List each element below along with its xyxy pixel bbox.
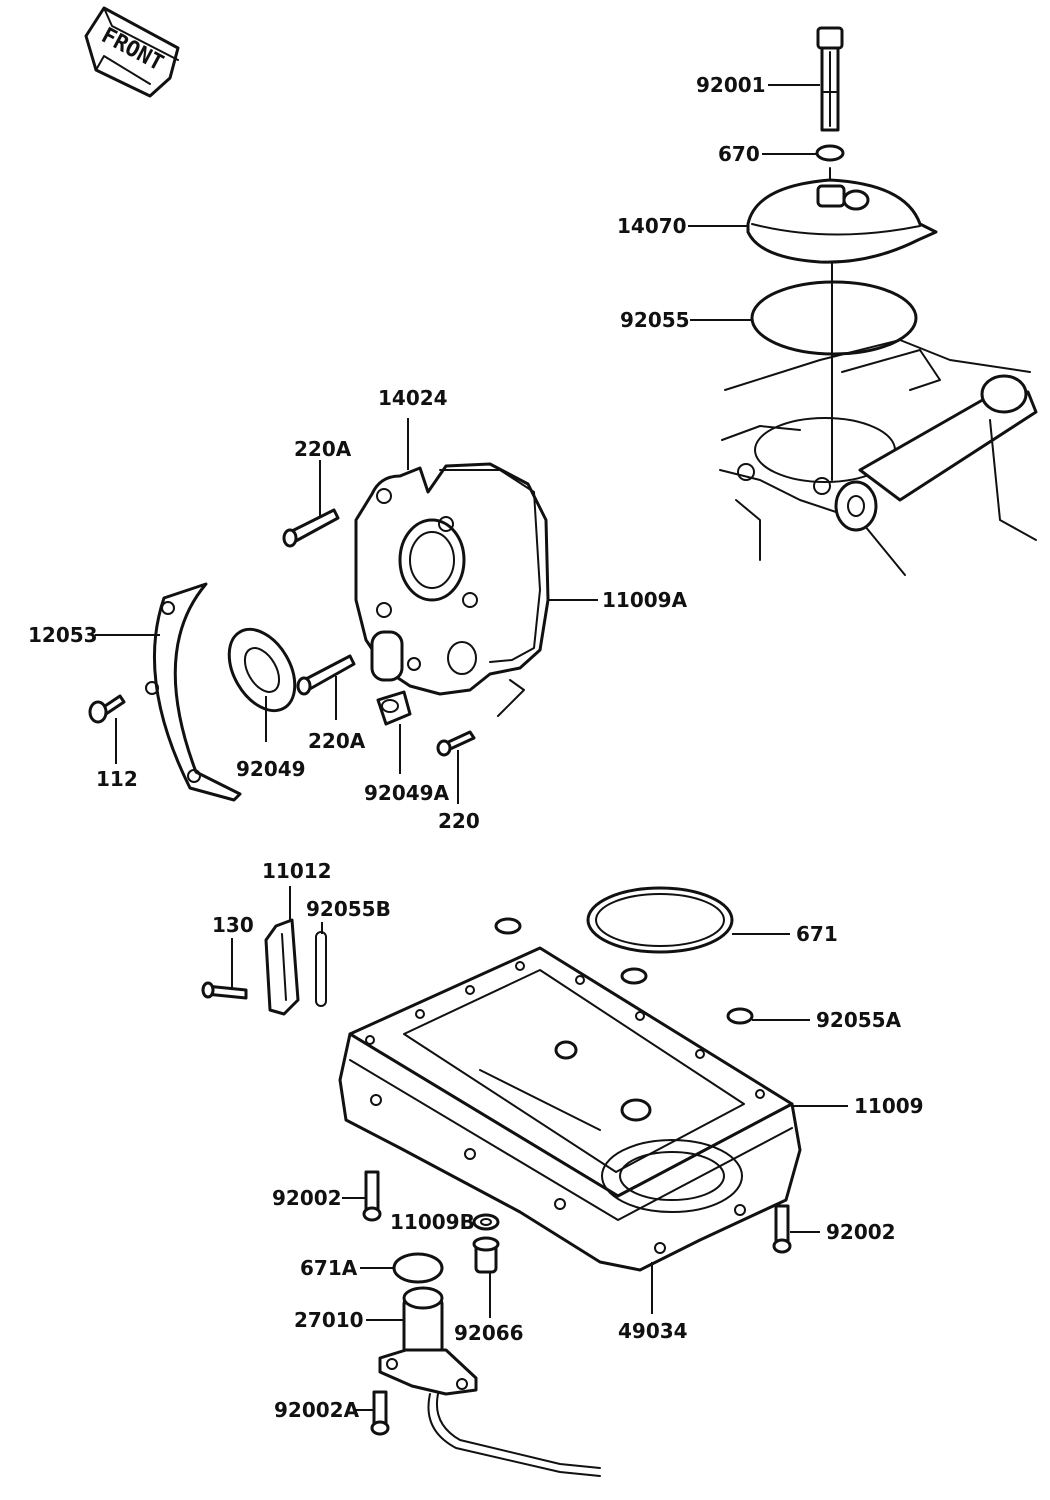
cover-14024-drawing: [354, 462, 550, 696]
part-label-671A: 671A: [300, 1256, 358, 1280]
bolt-130-drawing: [201, 981, 248, 1000]
engine-housing-sketch: [719, 339, 1038, 576]
oring-671-drawing: [586, 886, 734, 954]
washers-small-drawing: [494, 917, 754, 1025]
part-label-11009B: 11009B: [390, 1210, 475, 1234]
grommet-92049A-drawing: [376, 690, 412, 726]
front-label: FRONT: [97, 23, 167, 76]
oring-92055-drawing: [750, 280, 918, 356]
part-label-671: 671: [796, 922, 838, 946]
part-label-11009: 11009: [854, 1094, 924, 1118]
part-label-92049: 92049: [236, 757, 306, 781]
part-label-670: 670: [718, 142, 760, 166]
washer-11009B-drawing: [472, 1213, 500, 1231]
part-label-14070: 14070: [617, 214, 687, 238]
leader-lines: [95, 84, 848, 1411]
part-label-27010: 27010: [294, 1308, 364, 1332]
bolt-220-drawing: [436, 730, 476, 757]
part-label-11012: 11012: [262, 859, 332, 883]
part-label-92002-right: 92002: [826, 1220, 896, 1244]
part-label-92002-left: 92002: [272, 1186, 342, 1210]
seal-92049-drawing: [227, 627, 297, 713]
part-label-220A-lower: 220A: [308, 729, 366, 753]
oil-pan-49034-drawing: [338, 1032, 802, 1272]
guide-12053-drawing: [145, 582, 242, 802]
bolt-220A-upper-drawing: [282, 508, 340, 548]
part-label-11009A: 11009A: [602, 588, 688, 612]
part-label-220A-upper: 220A: [294, 437, 352, 461]
bolt-92002-left-drawing: [362, 1170, 382, 1222]
plate-11012-drawing: [264, 918, 300, 1016]
part-label-130: 130: [212, 913, 254, 937]
part-label-92002A: 92002A: [274, 1398, 360, 1422]
part-label-92066: 92066: [454, 1321, 524, 1345]
oring-671A-drawing: [392, 1252, 444, 1284]
part-labels: 92001 670 14070 92055 14024 220A 11009A …: [28, 73, 924, 1422]
part-label-92055: 92055: [620, 308, 690, 332]
screw-112-drawing: [88, 694, 126, 724]
switch-27010-drawing: [378, 1286, 601, 1477]
part-label-112: 112: [96, 767, 138, 791]
part-label-220: 220: [438, 809, 480, 833]
plug-92066-drawing: [472, 1236, 500, 1274]
part-label-49034: 49034: [618, 1319, 688, 1343]
front-arrow-marker: FRONT: [84, 6, 180, 98]
bolt-92002A-drawing: [370, 1390, 390, 1436]
washer-670-drawing: [815, 144, 845, 162]
part-label-92055B: 92055B: [306, 897, 391, 921]
bolt-220A-lower-drawing: [296, 654, 356, 696]
part-label-92001: 92001: [696, 73, 766, 97]
bolt-92001-drawing: [816, 26, 844, 132]
part-label-92055A: 92055A: [816, 1008, 902, 1032]
part-label-92049A: 92049A: [364, 781, 450, 805]
bolt-92002-right-drawing: [772, 1204, 792, 1254]
part-label-12053: 12053: [28, 623, 98, 647]
part-label-14024: 14024: [378, 386, 448, 410]
gasket-11009A-edge: [497, 679, 525, 717]
cap-14070-drawing: [746, 167, 938, 264]
oring-92055B-drawing: [315, 931, 327, 1007]
